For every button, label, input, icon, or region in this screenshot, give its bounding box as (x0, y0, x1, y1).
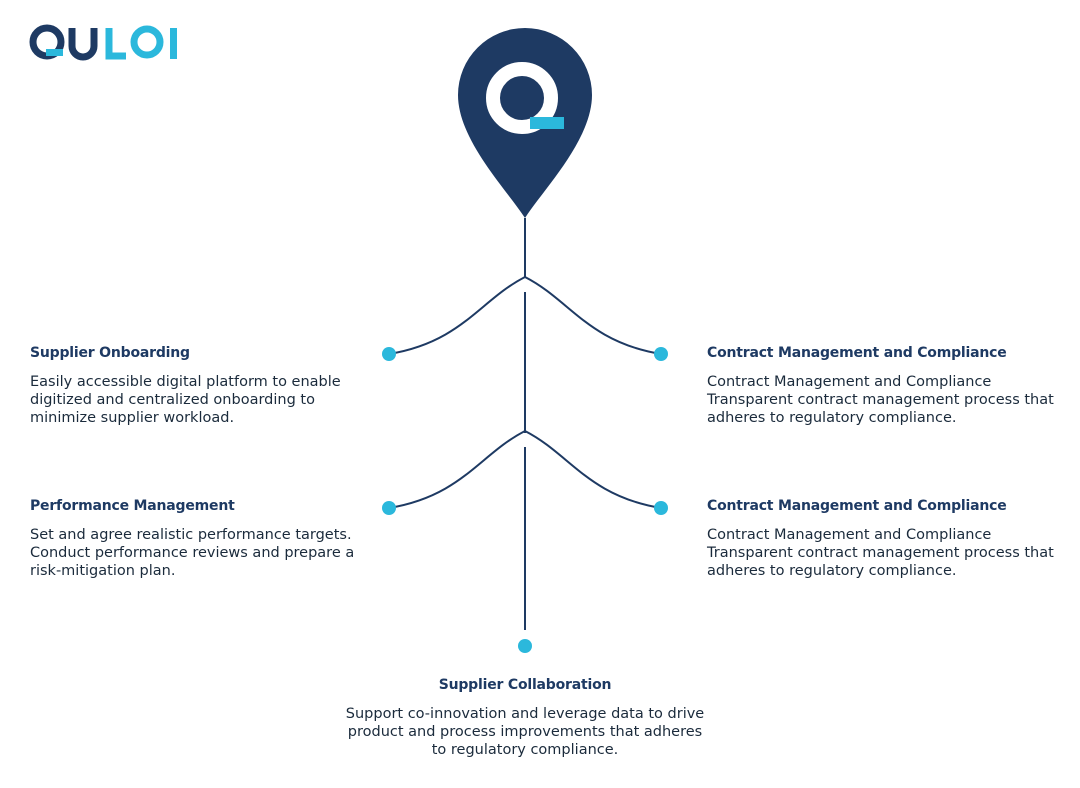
contract-management-block-1: Contract Management and Compliance Contr… (707, 345, 1067, 427)
contract-management-title-2: Contract Management and Compliance (707, 498, 1007, 514)
supplier-collaboration-block: Supplier Collaboration Support co-innova… (340, 677, 710, 759)
contract-management-block-2: Contract Management and Compliance Contr… (707, 498, 1067, 580)
contract-management-title-1: Contract Management and Compliance (707, 345, 1007, 361)
branch-left-upper (388, 276, 526, 355)
node-dot-performance-management (382, 501, 396, 515)
node-dot-contract-management-2 (654, 501, 668, 515)
supplier-onboarding-title: Supplier Onboarding (30, 345, 190, 361)
branch-left-lower (388, 430, 526, 509)
contract-management-desc-2: Contract Management and Compliance Trans… (707, 527, 1054, 579)
node-dot-supplier-onboarding (382, 347, 396, 361)
contract-management-desc-1: Contract Management and Compliance Trans… (707, 374, 1054, 426)
supplier-collaboration-desc: Support co-innovation and leverage data … (345, 706, 705, 758)
performance-management-block: Performance Management Set and agree rea… (30, 498, 380, 580)
performance-management-desc: Set and agree realistic performance targ… (30, 527, 355, 579)
quloi-logo (29, 24, 177, 61)
q-logo-icon (486, 62, 564, 134)
branch-right-upper (524, 276, 662, 355)
supplier-onboarding-desc: Easily accessible digital platform to en… (30, 374, 341, 426)
node-dot-supplier-collaboration (518, 639, 532, 653)
supplier-collaboration-title: Supplier Collaboration (438, 677, 612, 693)
node-dot-contract-management-1 (654, 347, 668, 361)
branch-right-lower (524, 430, 662, 509)
performance-management-title: Performance Management (30, 498, 235, 514)
supplier-onboarding-block: Supplier Onboarding Easily accessible di… (30, 345, 380, 427)
